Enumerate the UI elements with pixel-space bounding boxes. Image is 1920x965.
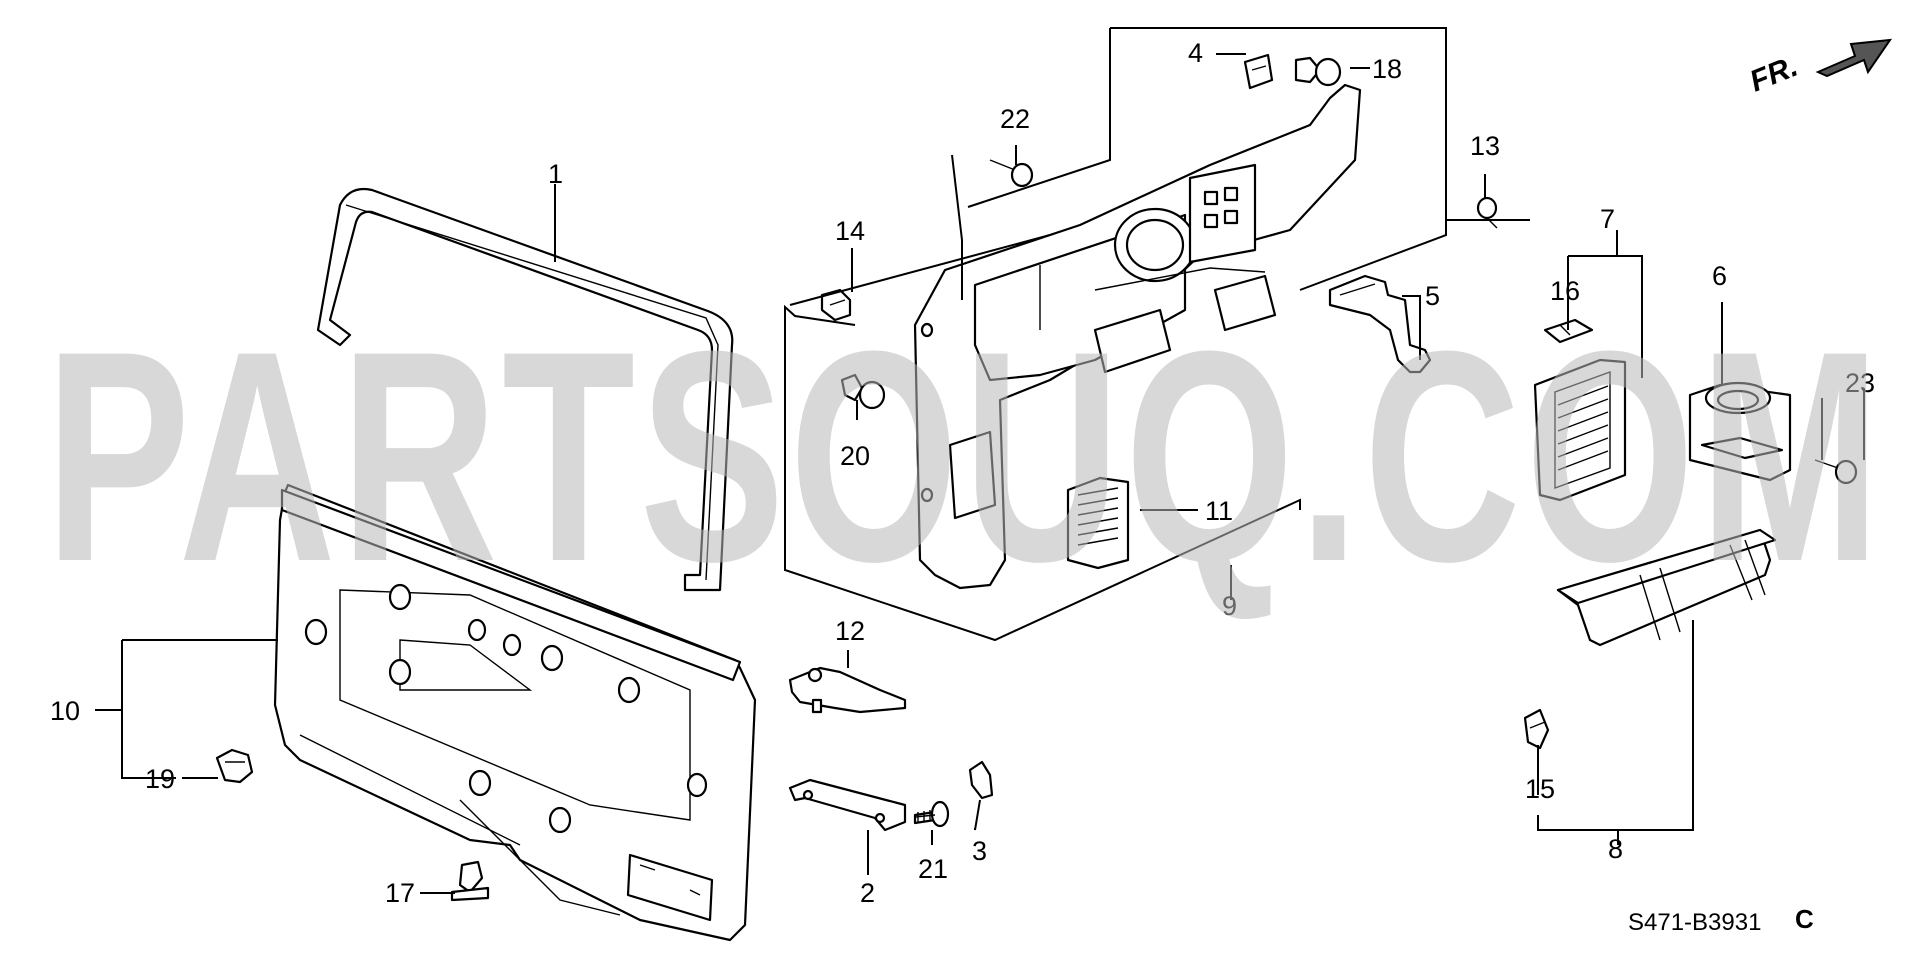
callout-14: 14 [835,216,865,246]
callout-labels: 1 2 3 4 5 6 7 8 9 10 11 12 13 14 15 16 1… [50,38,1875,908]
callout-23: 23 [1845,368,1875,398]
part-8-side-rail-trim[interactable] [1556,528,1777,647]
leader-lines [95,27,1865,894]
part-2-pull-handle[interactable] [788,778,907,832]
part-13-clip[interactable] [1476,196,1498,229]
front-arrow-icon [1815,38,1893,78]
callout-17: 17 [385,878,415,908]
part-19-clip[interactable] [215,748,254,784]
part-17-clip[interactable] [450,860,490,902]
callout-3: 3 [972,836,987,866]
callout-19: 19 [145,764,175,794]
part-20-clip[interactable] [840,373,886,410]
callout-16: 16 [1550,276,1580,306]
part-16-clip[interactable] [1543,318,1594,344]
callout-10: 10 [50,696,80,726]
diagram-code-suffix: C [1795,904,1814,934]
part-18-fastener[interactable] [1294,56,1342,87]
callout-8: 8 [1608,834,1623,864]
callout-2: 2 [860,878,875,908]
part-3-clip[interactable] [968,760,994,800]
part-7-net-pocket[interactable] [1533,358,1627,502]
part-9-quarter-trim[interactable] [913,83,1362,590]
part-21-bolt[interactable] [913,800,950,828]
diagram-code: S471-B3931 [1628,909,1761,936]
part-23-screw[interactable] [1814,459,1858,485]
callout-9: 9 [1222,591,1237,621]
part-10-lower-trim-panel[interactable] [273,483,757,942]
part-4-clip[interactable] [1243,53,1274,90]
callout-15: 15 [1525,774,1555,804]
part-11-vent-grille[interactable] [1066,476,1130,570]
front-direction-indicator: FR. [1745,38,1893,99]
part-15-clip[interactable] [1523,708,1550,750]
callout-18: 18 [1372,54,1402,84]
part-14-clip[interactable] [820,288,852,322]
part-22-screw[interactable] [989,159,1034,188]
callout-1: 1 [548,159,563,189]
callout-11: 11 [1205,496,1233,526]
callout-12: 12 [835,616,865,646]
part-5-bracket[interactable] [1328,274,1432,374]
front-label: FR. [1745,50,1802,99]
panel-clip-holes [304,583,708,834]
part-1-weatherstrip[interactable] [316,187,734,592]
callout-21: 21 [918,854,948,884]
part-12-latch-plate[interactable] [788,666,907,714]
callout-6: 6 [1712,261,1727,291]
callout-5: 5 [1425,281,1440,311]
part-6-cup-holder[interactable] [1688,381,1792,482]
callout-20: 20 [840,441,870,471]
watermark-text: PARTSOUQ.COM [45,288,1885,624]
callout-4: 4 [1188,38,1203,68]
callout-7: 7 [1600,204,1615,234]
callout-13: 13 [1470,131,1500,161]
callout-22: 22 [1000,104,1030,134]
